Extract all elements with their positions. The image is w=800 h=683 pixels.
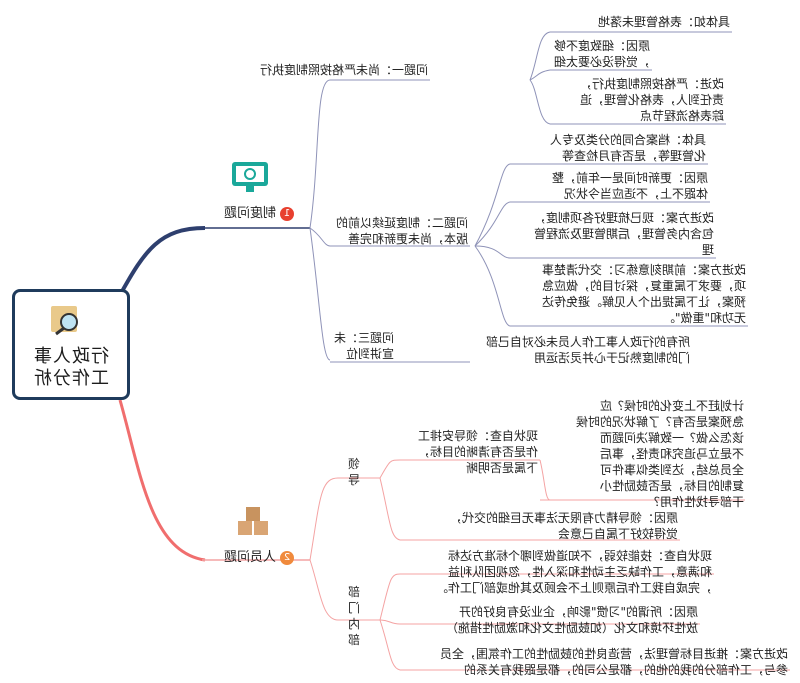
- detail-dept-1-line1: 现状自查：技能较弱，不知道做到哪个标准方达标: [447, 549, 712, 563]
- detail-dept-3-line2: 参与，工作部分的我的他的，都是公司的，都是跟我有关系的: [463, 663, 788, 677]
- detail-dept-1-line3: ，完成自我工作后原则上不会顾及其他或部门工作。: [435, 581, 712, 595]
- root-branch1-line: [118, 226, 206, 296]
- detail-2-4-line1: 改进方案：前期刻意练习：交代清楚事: [541, 263, 746, 277]
- root-title: 行政人事 工作分析: [15, 346, 127, 390]
- detail-leader-sub-line6: 复制的目标，是否鼓励性小: [599, 479, 744, 493]
- detail-dept-3-line1: 改进方案：推进目标管理法，营造良性的鼓励性的工作氛围，全员: [439, 647, 788, 661]
- detail-dept-1-line2: 和满意，工作缺乏主动性和深入性，忽视团队利益: [447, 565, 712, 579]
- subtopic-department: 部 门 内 部: [346, 584, 360, 648]
- detail-leader-1-line2: 作是否有清晰的目标，: [417, 445, 538, 459]
- detail-leader-sub-line1: 计划赶不上变化的时候？应: [599, 399, 744, 413]
- detail-dept-3: 改进方案：推进目标管理法，营造良性的鼓励性的工作氛围，全员 参与，工作部分的我的…: [440, 646, 788, 678]
- detail-2-3: 改进方案：现已梳理好各项制度， 包含内务管理，后期管理及流程管 理: [534, 210, 714, 258]
- subtopic-leader-line1: 领: [347, 457, 360, 471]
- subtopic-leader-line2: 导: [347, 473, 360, 487]
- subtopic-3-line2: 宣讲到位: [345, 347, 394, 361]
- detail-3-1-line1: 所有的行政人事工作人员未必对自己部: [485, 335, 690, 349]
- subtopic-3-line1: 问题三：未: [333, 331, 394, 345]
- detail-leader-sub-line4: 不是立马追究和责怪，事后: [599, 447, 744, 461]
- monitor-icon: [230, 160, 270, 200]
- detail-1-2: 原因：细致度不够 ，觉得没必要太细: [554, 38, 650, 70]
- detail-1-1-line1: 具体如：表格管理未落地: [597, 15, 730, 29]
- branch-1-label: 制度问题: [223, 206, 276, 221]
- detail-1-2-line2: ，觉得没必要太细: [553, 55, 650, 69]
- badge-2: 2: [280, 550, 294, 565]
- detail-2-1: 具体：档案合同的分类及专人 化管理等，是否有月检查等: [550, 132, 706, 164]
- subtopic-2-line1: 问题二：制度延续以前的: [335, 216, 468, 230]
- detail-leader-sub-line5: 全员总结，达到类似事件可: [599, 463, 744, 477]
- root-branch2-line: [118, 399, 206, 562]
- subtopic-2: 问题二：制度延续以前的 版本，尚未更新和完善: [336, 215, 468, 247]
- root-title-line2: 工作分析: [33, 368, 109, 389]
- detail-1-2-line1: 原因：细致度不够: [553, 39, 650, 53]
- detail-leader-2: 原因：领导精力有限无法事无巨细的交代， 觉得较好下属自己意会: [450, 510, 678, 542]
- detail-2-3-line3: 理: [701, 243, 714, 257]
- detail-3-1-line2: 门的制度熟记于心并灵活运用: [533, 351, 690, 365]
- detail-dept-2: 原因：所谓的"习惯"影响，企业没有良好的开 放性环境和文化（如鼓励性文化和激励性…: [446, 604, 698, 636]
- detail-leader-sub-line2: 急预案是否有？了解状况的时候: [575, 415, 744, 429]
- detail-2-2: 原因：更新时间是一年前，整 体跟不上，不适应当今状况: [552, 170, 708, 202]
- detail-1-3-line1: 改进：严格按照制度执行，: [579, 77, 724, 91]
- detail-leader-sub-line7: 干部寻找性作用？: [647, 495, 744, 509]
- detail-2-4-line3: 预案，让下属提出个人见解。避免传达: [541, 295, 746, 309]
- detail-dept-1: 现状自查：技能较弱，不知道做到哪个标准方达标 和满意，工作缺乏主动性和深入性，忽…: [436, 548, 712, 596]
- boxes-icon: [234, 505, 270, 541]
- detail-2-3-line1: 改进方案：现已梳理好各项制度，: [533, 211, 714, 225]
- subtopic-department-line2: 门: [347, 601, 360, 615]
- detail-leader-1-line1: 现状自查：领导安排工: [417, 429, 538, 443]
- subtopic-department-line4: 部: [347, 633, 360, 647]
- branch-2-label: 人员问题: [223, 550, 276, 565]
- branch-2: 2 人员问题: [224, 546, 294, 565]
- detail-leader-2-line2: 觉得较好下属自己意会: [557, 527, 678, 541]
- subtopic-department-line3: 内: [347, 617, 360, 631]
- detail-2-3-line2: 包含内务管理，后期管理及流程管: [533, 227, 714, 241]
- root-title-line1: 行政人事: [33, 346, 109, 367]
- folder-magnifier-icon: [47, 302, 83, 340]
- detail-2-2-line2: 体跟不上，不适应当今状况: [563, 187, 708, 201]
- detail-leader-1-line3: 下属是否明晰: [465, 461, 538, 475]
- detail-leader-1: 现状自查：领导安排工 作是否有清晰的目标， 下属是否明晰: [418, 428, 538, 476]
- detail-1-3-line2: 责任到人，表格化管理，追: [579, 93, 724, 107]
- root-node: 行政人事 工作分析: [12, 289, 130, 400]
- detail-dept-2-line2: 放性环境和文化（如鼓励性文化和激励性措施）: [445, 621, 698, 635]
- subtopic-2-line2: 版本，尚未更新和完善: [347, 232, 468, 246]
- subtopic-department-line1: 部: [347, 585, 360, 599]
- subtopic-leader: 领 导: [346, 456, 360, 488]
- detail-leader-2-line1: 原因：领导精力有限无法事无巨细的交代，: [449, 511, 678, 525]
- subtopic-1: 问题一：尚未严格按照制度执行: [259, 63, 428, 77]
- detail-1-3-line3: 踪表格流程节点: [639, 109, 724, 123]
- detail-2-4: 改进方案：前期刻意练习：交代清楚事 项，要求下属重复，探讨目的，做应急 预案，让…: [542, 262, 746, 326]
- detail-dept-2-line1: 原因：所谓的"习惯"影响，企业没有良好的开: [458, 605, 698, 619]
- detail-2-4-line2: 项，要求下属重复，探讨目的，做应急: [541, 279, 746, 293]
- detail-leader-1-sub: 计划赶不上变化的时候？应 急预案是否有？了解状况的时候 该怎么做？一致解决问题而…: [576, 398, 744, 510]
- detail-2-1-line2: 化管理等，是否有月检查等: [561, 149, 706, 163]
- badge-1: 1: [280, 206, 294, 221]
- subtopic-3: 问题三：未 宣讲到位: [334, 330, 394, 362]
- detail-leader-sub-line3: 该怎么做？一致解决问题而: [599, 431, 744, 445]
- detail-1-1: 具体如：表格管理未落地: [598, 14, 730, 30]
- detail-2-1-line1: 具体：档案合同的分类及专人: [549, 133, 706, 147]
- detail-1-3: 改进：严格按照制度执行， 责任到人，表格化管理，追 踪表格流程节点: [580, 76, 724, 124]
- branch-1: 1 制度问题: [224, 202, 294, 221]
- detail-2-4-line4: 无功和"重做"。: [662, 311, 746, 325]
- detail-3-1: 所有的行政人事工作人员未必对自己部 门的制度熟记于心并灵活运用: [486, 334, 690, 366]
- detail-2-2-line1: 原因：更新时间是一年前，整: [551, 171, 708, 185]
